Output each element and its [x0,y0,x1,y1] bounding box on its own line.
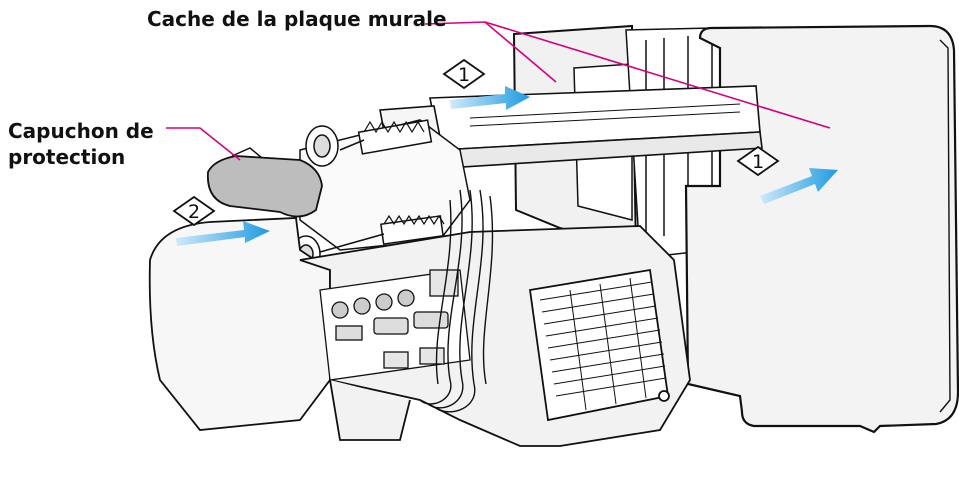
step-badge-1-right: 1 [736,145,780,177]
arrow-step1-left [450,86,530,110]
step-number-2: 2 [188,201,200,223]
arrow-step1-right [760,168,838,204]
step-badge-2: 2 [172,195,216,227]
protective-cap [207,147,323,218]
step-number-1-right: 1 [752,151,764,173]
vent-grille [539,277,667,411]
leader-lines [166,21,831,161]
step-badge-1-left: 1 [442,58,486,90]
direction-arrows [176,86,838,246]
arrow-step2 [176,221,270,246]
leader-line-cap [166,127,241,161]
label-protective-cap: Capuchon de protection [8,118,154,170]
leader-line-cover-front [484,21,831,129]
step-number-1-left: 1 [458,64,470,86]
label-protective-cap-line1: Capuchon de [8,119,154,143]
adjustment-head [291,119,471,273]
label-wall-plate-cover: Cache de la plaque murale [147,7,447,31]
cable-bundle [419,189,494,413]
label-protective-cap-line2: protection [8,145,126,169]
connector-panel [319,269,471,381]
